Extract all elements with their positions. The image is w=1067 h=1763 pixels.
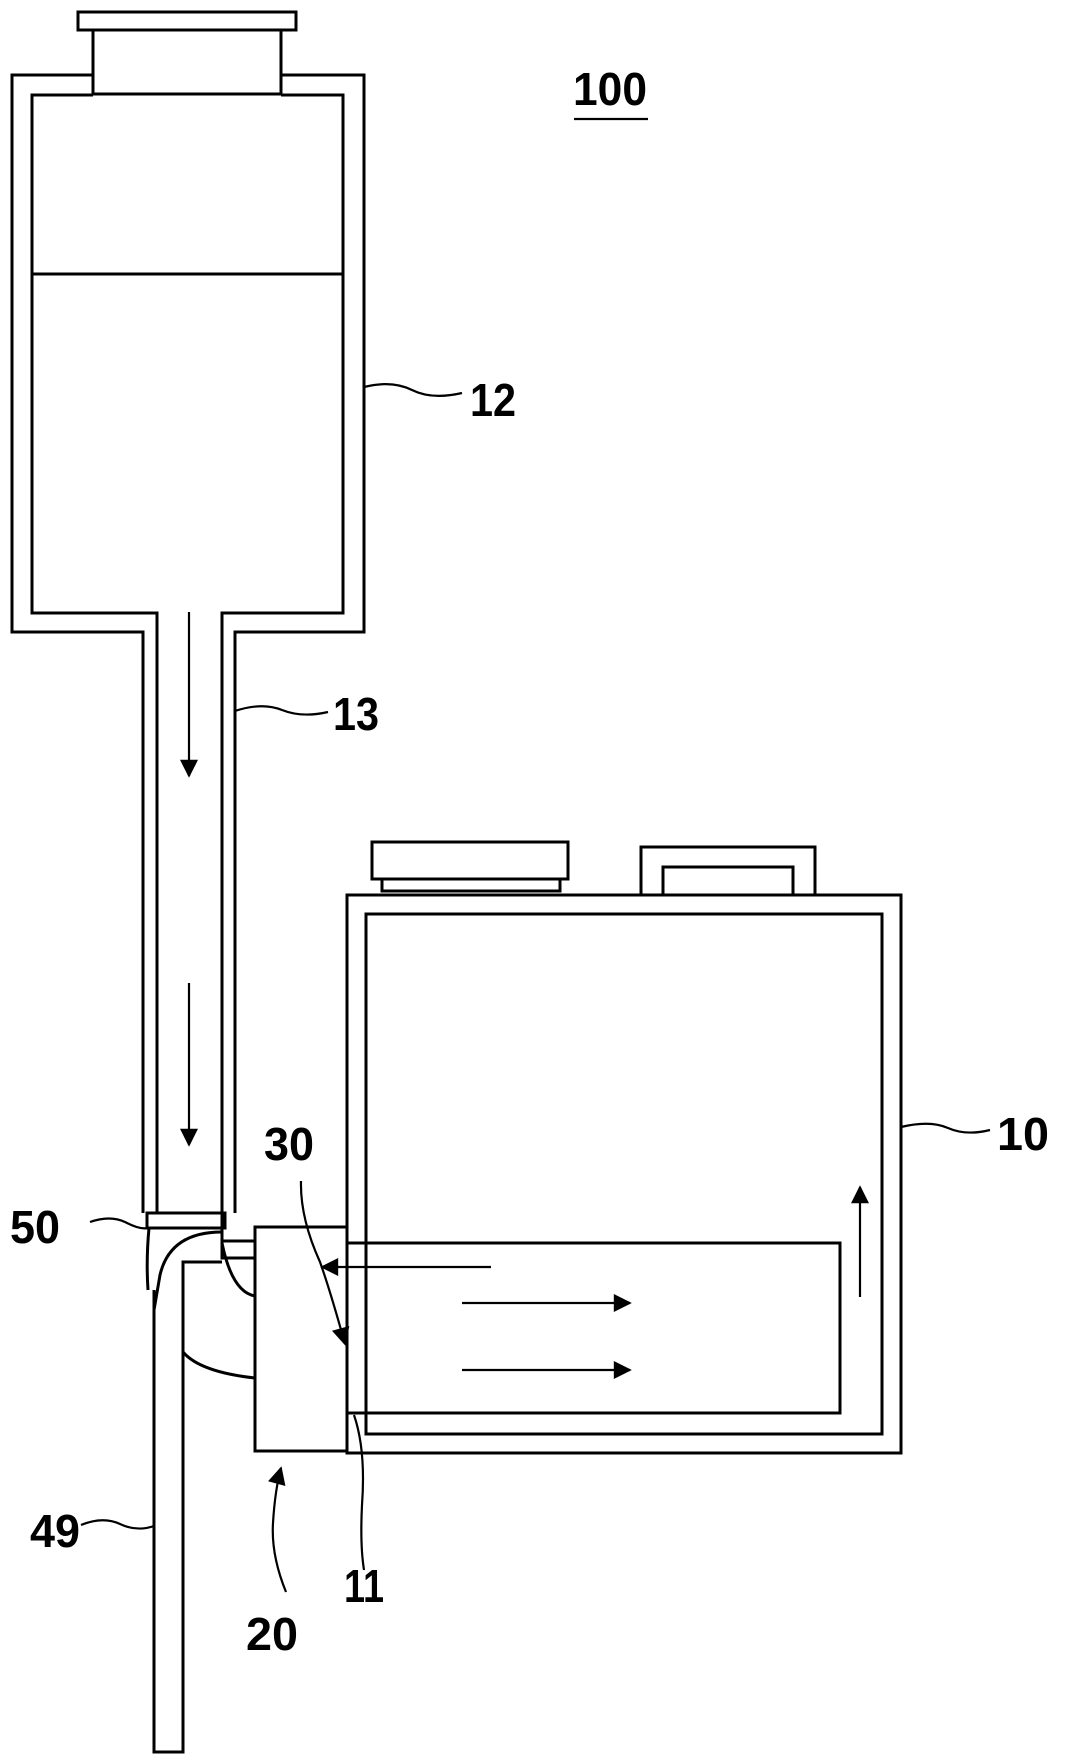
tank-flow-arrows: [320, 1185, 869, 1379]
leader-10: [900, 1122, 991, 1134]
outlet-pipe-49: [152, 1260, 256, 1754]
upper-tank-inner-left: [30, 93, 159, 1213]
upper-tank-cap-neck: [91, 28, 283, 96]
leader-lines: [80, 117, 991, 1593]
label-13: 13: [333, 688, 379, 740]
connector-collar: [145, 1211, 227, 1230]
reference-numerals: 100 12 13 10 30 50 49 11 20: [10, 63, 1049, 1660]
main-tank-handle-outer: [639, 845, 817, 895]
pump-inlet-fitting: [220, 1239, 257, 1260]
leader-49: [80, 1519, 155, 1530]
outlet-pipe: [152, 1260, 222, 1754]
label-100: 100: [573, 63, 647, 115]
leader-30: [299, 1180, 350, 1346]
label-11: 11: [344, 1560, 384, 1612]
label-10: 10: [997, 1108, 1049, 1160]
connector-50: [145, 1211, 256, 1311]
main-tank-outer-wall: [345, 893, 903, 1455]
leader-11: [352, 1414, 366, 1571]
leader-20: [268, 1466, 288, 1593]
upper-tank: [10, 10, 366, 1243]
outlet-pipe-link: [181, 1350, 256, 1380]
label-50: 50: [10, 1201, 60, 1253]
connector-curve-inner: [152, 1230, 223, 1311]
main-tank: [345, 840, 903, 1455]
label-12: 12: [470, 374, 516, 426]
connector-curve-right: [220, 1242, 256, 1298]
leader-13: [234, 705, 329, 716]
main-tank-lid-left: [370, 840, 570, 881]
label-30: 30: [264, 1118, 314, 1170]
duct-11: [345, 1241, 842, 1415]
upper-tank-outer-left: [10, 73, 145, 1213]
connector-curve-outer: [145, 1227, 151, 1291]
label-49: 49: [30, 1505, 80, 1557]
main-tank-lid-left-base: [380, 877, 562, 893]
upper-tank-cap-rim: [76, 10, 298, 32]
leader-12: [363, 383, 463, 397]
pump-20: [220, 1225, 349, 1453]
upper-tank-inner-right: [220, 93, 345, 1243]
main-tank-inner-wall: [364, 912, 884, 1436]
upper-tank-outer-right: [233, 73, 366, 1213]
pump-body: [253, 1225, 349, 1453]
label-20: 20: [246, 1608, 298, 1660]
main-tank-handle-inner: [661, 865, 795, 895]
leader-50: [89, 1217, 149, 1230]
